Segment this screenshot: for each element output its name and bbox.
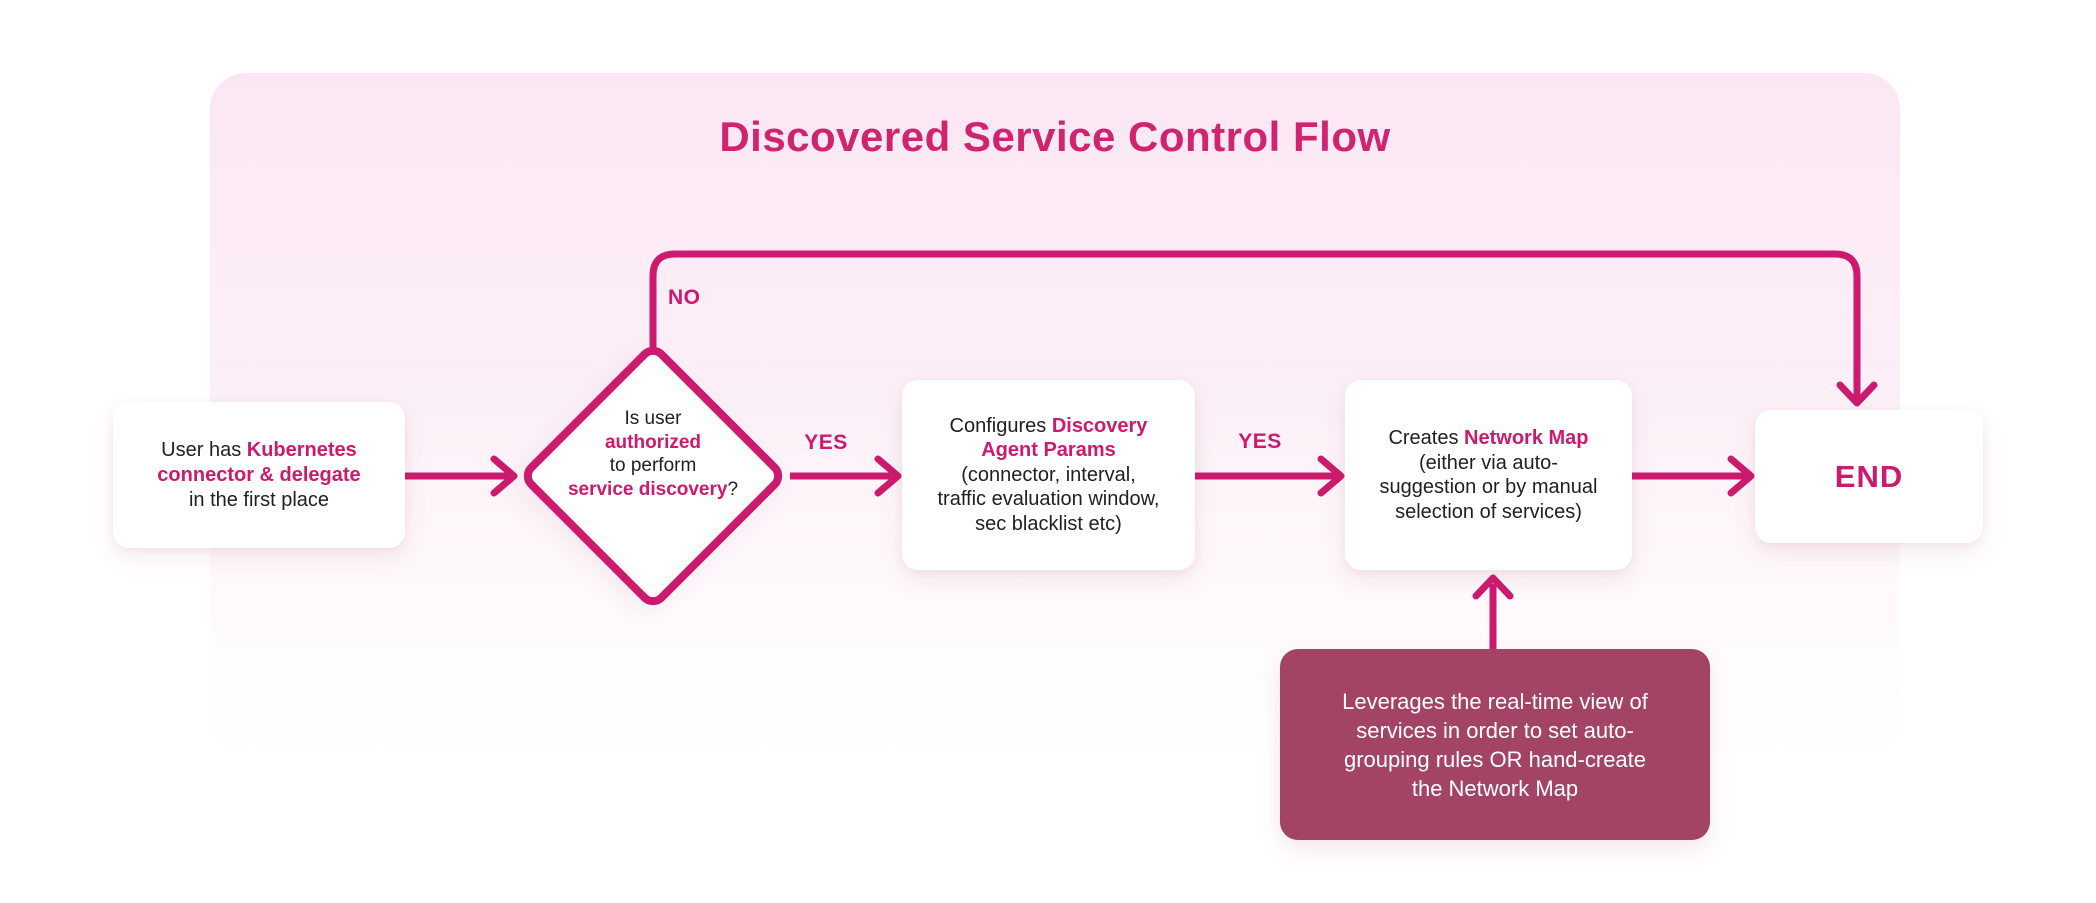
- arrowhead-no-to-end: [1836, 381, 1878, 407]
- edge-decision-no-to-end: [649, 250, 1861, 398]
- arrowhead-note-to-create: [1472, 574, 1514, 600]
- arrowhead-configure-to-create: [1317, 455, 1345, 497]
- flow-node-create-text: Creates Network Map(either via auto-sugg…: [1379, 427, 1598, 523]
- end-label: END: [1834, 459, 1904, 494]
- edge-label-yes-authorized: YES: [804, 431, 848, 454]
- flow-node-end: END: [1755, 410, 1983, 543]
- arrowhead-decision-to-configure: [874, 455, 902, 497]
- page-title: Discovered Service Control Flow: [719, 113, 1391, 160]
- arrowhead-create-to-end: [1727, 455, 1755, 497]
- arrowhead-start-to-decision: [490, 455, 518, 497]
- edge-label-no: NO: [668, 286, 701, 309]
- edge-label-yes-configured: YES: [1238, 430, 1282, 453]
- flow-node-create-network-map: Creates Network Map(either via auto-sugg…: [1345, 380, 1632, 570]
